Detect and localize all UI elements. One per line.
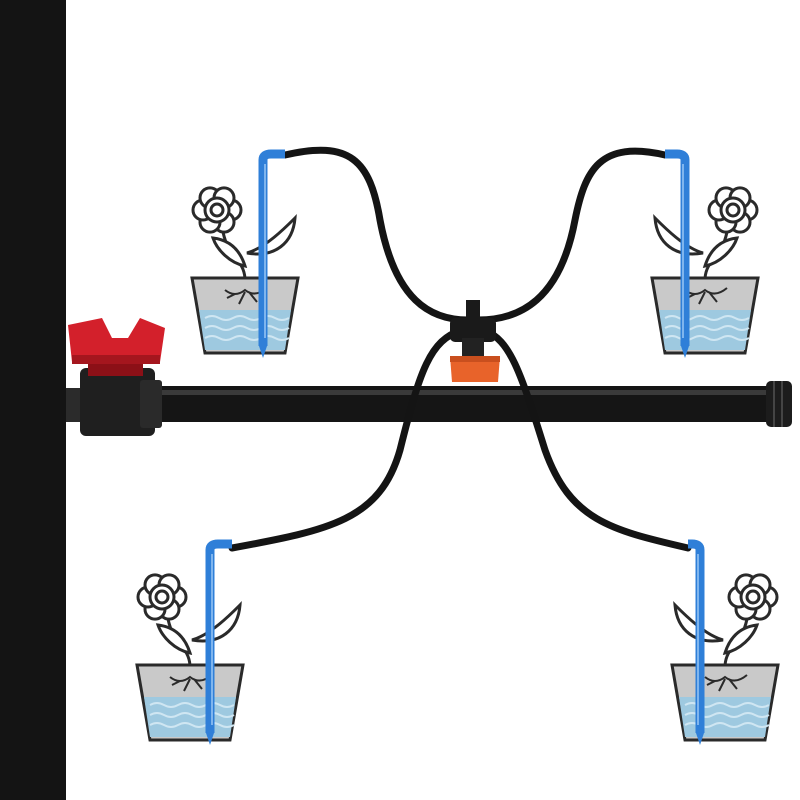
stake-icon (258, 149, 285, 358)
pot-icon (670, 663, 780, 742)
stake-icon (665, 149, 690, 358)
stake-icon (688, 539, 705, 745)
tube-4 (480, 326, 692, 552)
flower-icon (673, 573, 779, 666)
tube-2 (474, 147, 669, 324)
tube-1 (281, 146, 472, 324)
stake-icon (205, 539, 232, 745)
planter-2 (650, 149, 760, 358)
pot-icon (650, 276, 760, 355)
pot-icon (135, 663, 245, 742)
pot-icon (190, 276, 300, 355)
planter-3 (135, 539, 245, 745)
planter-4 (670, 539, 780, 745)
flower-icon (191, 186, 297, 279)
planter-1 (190, 149, 300, 358)
vertical-pipe (0, 0, 66, 800)
tubes (228, 146, 692, 552)
dripper-icon (450, 300, 500, 382)
valve-icon (66, 318, 165, 436)
horizontal-pipe (150, 381, 792, 427)
planters (135, 149, 780, 745)
flower-icon (653, 186, 759, 279)
tube-3 (228, 326, 466, 552)
flower-icon (136, 573, 242, 666)
